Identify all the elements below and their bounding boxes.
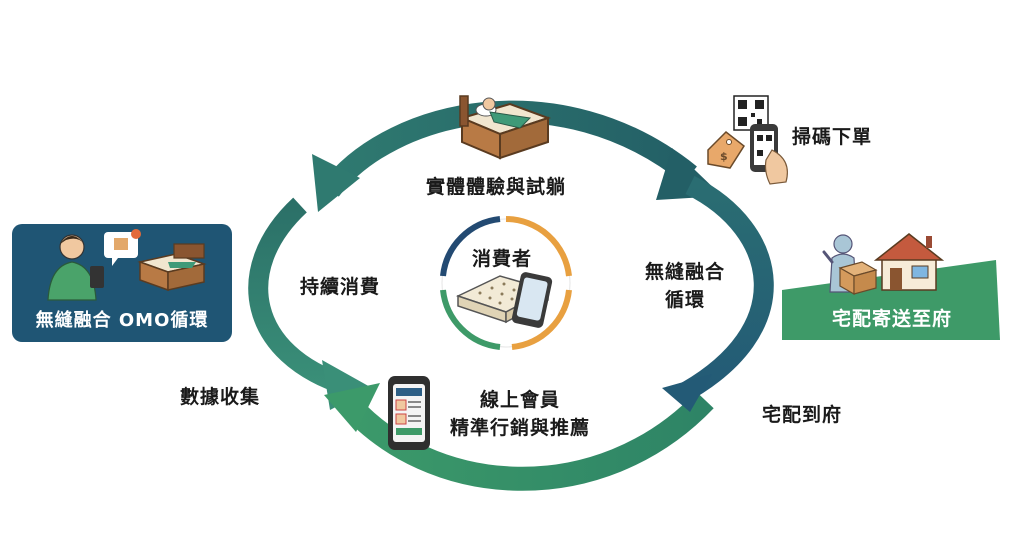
label-seamless-cycle-line1: 無縫融合 bbox=[644, 261, 725, 283]
label-online-member: 線上會員 精準行銷與推薦 bbox=[440, 386, 600, 442]
arrowhead-bottom-left bbox=[324, 383, 380, 432]
bed-icon-small bbox=[137, 243, 207, 292]
cycle-arrow-right bbox=[675, 176, 774, 404]
label-home-delivery: 宅配到府 bbox=[762, 404, 843, 426]
label-scan-order: 掃碼下單 bbox=[792, 126, 873, 148]
cycle-arrow-left bbox=[248, 197, 349, 395]
price-tag-icon: $ bbox=[707, 131, 745, 169]
house-icon bbox=[873, 233, 945, 291]
label-trial-experience: 實體體驗與試躺 bbox=[426, 176, 567, 198]
label-online-member-line2: 精準行銷與推薦 bbox=[449, 417, 590, 439]
phone-icon bbox=[511, 272, 553, 328]
chat-box-icon bbox=[104, 229, 141, 266]
hand-phone-icon bbox=[750, 124, 788, 185]
member-app-icon bbox=[388, 376, 430, 450]
label-data-collection: 數據收集 bbox=[180, 386, 261, 408]
bed-icon bbox=[459, 95, 552, 160]
customer-with-tablet-icon bbox=[47, 234, 104, 301]
label-seamless-cycle-line2: 循環 bbox=[664, 289, 705, 311]
cycle-arrow-bottom bbox=[335, 391, 714, 491]
delivery-panel bbox=[782, 260, 1000, 340]
label-continuous-consumption: 持續消費 bbox=[300, 276, 381, 298]
qr-code-icon bbox=[733, 95, 769, 131]
arrowhead-right-bottom bbox=[662, 374, 712, 412]
center-label-consumer: 消費者 bbox=[472, 248, 533, 270]
delivery-panel-title: 宅配寄送至府 bbox=[831, 308, 952, 330]
arrowhead-top-left bbox=[312, 154, 360, 212]
delivery-box-icon bbox=[838, 261, 878, 296]
label-online-member-line1: 線上會員 bbox=[479, 389, 560, 411]
svg-text:$: $ bbox=[720, 150, 728, 163]
label-seamless-cycle: 無縫融合 循環 bbox=[636, 258, 734, 314]
